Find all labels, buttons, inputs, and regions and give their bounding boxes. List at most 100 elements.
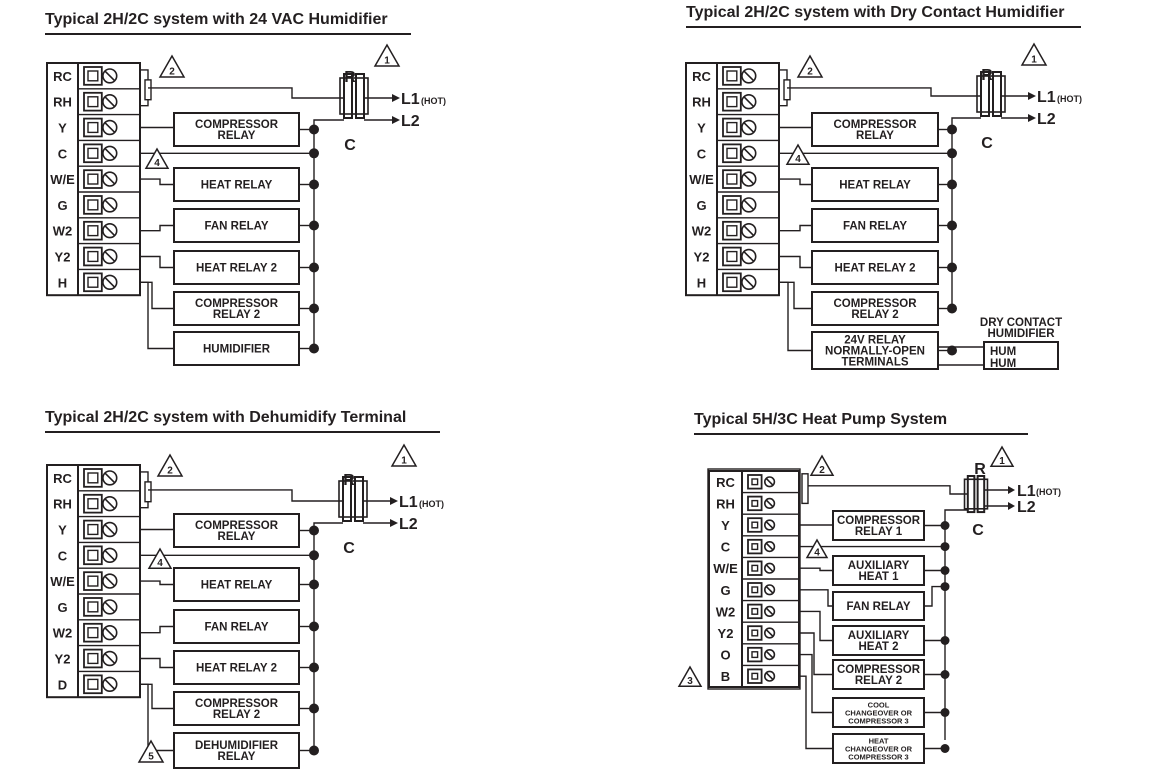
- screw-terminal-icon: [747, 560, 776, 576]
- relay-box: HUMIDIFIER: [173, 331, 300, 366]
- wire: [148, 87, 344, 99]
- hot-label: (HOT): [1036, 487, 1061, 497]
- note-triangle-icon: 1: [390, 443, 418, 467]
- junction-dot: [947, 262, 957, 273]
- wire: [944, 509, 968, 740]
- transformer-icon: [339, 73, 369, 119]
- terminal-label: W/E: [689, 172, 714, 187]
- junction-dot: [947, 345, 957, 356]
- screw-terminal-icon: [747, 538, 776, 555]
- note-number: 4: [157, 558, 163, 569]
- screw-terminal-icon: [722, 169, 757, 189]
- transformer-icon: [963, 475, 989, 514]
- screw-terminal-icon: [722, 143, 757, 164]
- note-triangle-icon: 2: [156, 453, 184, 477]
- relay-box: FAN RELAY: [173, 609, 300, 644]
- terminal-label: G: [720, 583, 730, 598]
- relay-label: FAN RELAY: [846, 601, 910, 613]
- junction-dot: [309, 220, 319, 231]
- terminal-r-label: R: [981, 67, 993, 84]
- junction-dot: [947, 220, 957, 231]
- junction-dot: [947, 148, 957, 159]
- terminal-label: Y: [721, 518, 730, 533]
- relay-label: FAN RELAY: [204, 221, 268, 233]
- screw-terminal-icon: [83, 493, 118, 514]
- relay-box: FAN RELAY: [811, 208, 939, 243]
- terminal-label: W2: [716, 604, 736, 619]
- l2-label: L2: [401, 113, 420, 130]
- humidifier-title: HUMIDIFIER: [987, 328, 1055, 340]
- terminal-label: O: [720, 648, 730, 663]
- screw-terminal-icon: [722, 220, 757, 241]
- wire: [787, 87, 981, 97]
- relay-label: FAN RELAY: [204, 622, 268, 634]
- l1-label: L1: [401, 91, 420, 108]
- screw-terminal-icon: [83, 91, 118, 112]
- relay-label: COMPRESSOR: [195, 298, 279, 310]
- junction-dot: [940, 636, 950, 645]
- junction-dot: [947, 303, 957, 314]
- screw-terminal-icon: [747, 517, 776, 533]
- relay-label: 24V RELAY: [844, 335, 906, 347]
- wire: [140, 178, 174, 186]
- junction-dot: [940, 521, 950, 530]
- note-number: 4: [154, 158, 160, 169]
- jumper: [783, 79, 791, 101]
- wire: [808, 485, 968, 495]
- junction-dot: [309, 262, 319, 273]
- terminal-label: Y2: [694, 250, 710, 265]
- screw-terminal-icon: [83, 571, 118, 591]
- screw-terminal-icon: [722, 66, 757, 86]
- terminal-label: Y2: [718, 626, 734, 641]
- note-triangle-icon: 3: [677, 665, 703, 687]
- terminal-r-label: R: [344, 69, 356, 86]
- terminal-label: W2: [692, 224, 712, 239]
- terminal-label: W2: [53, 224, 73, 239]
- relay-label: AUXILIARY: [848, 630, 910, 642]
- terminal-block-frame: [707, 468, 801, 690]
- relay-label: NORMALLY-OPEN: [825, 346, 925, 358]
- l2-label: L2: [1037, 111, 1056, 128]
- junction-dot: [940, 744, 950, 753]
- diagram-title: Typical 2H/2C system with Dehumidify Ter…: [45, 409, 406, 426]
- arrow-right-icon: [1008, 502, 1015, 510]
- wire: [779, 281, 812, 352]
- terminal-label: Y: [697, 121, 706, 136]
- junction-dot: [940, 566, 950, 575]
- terminal-label: W/E: [50, 574, 75, 589]
- wire: [799, 653, 833, 714]
- junction-dot: [940, 542, 950, 552]
- junction-dot: [309, 303, 319, 314]
- wire: [140, 657, 174, 669]
- diagram-title: Typical 5H/3C Heat Pump System: [694, 411, 947, 428]
- terminal-label: G: [57, 600, 67, 615]
- wire: [779, 178, 812, 186]
- l1-label: L1: [399, 494, 418, 511]
- screw-terminal-icon: [722, 91, 757, 112]
- junction-dot: [940, 582, 950, 592]
- screw-terminal-icon: [83, 648, 118, 669]
- terminal-label: RC: [692, 69, 711, 84]
- note-triangle-icon: 4: [144, 147, 170, 169]
- junction-dot: [309, 703, 319, 714]
- note-number: 1: [999, 456, 1005, 467]
- diagram-24vac-humidifier: Typical 2H/2C system with 24 VAC Humidif…: [45, 11, 446, 366]
- wire: [148, 489, 343, 502]
- wire: [951, 117, 981, 136]
- screw-terminal-icon: [83, 220, 118, 241]
- relay-label: AUXILIARY: [848, 560, 910, 572]
- hot-label: (HOT): [421, 96, 446, 106]
- relay-label: CHANGEOVER OR: [845, 745, 913, 754]
- relay-label: COMPRESSOR: [195, 520, 279, 532]
- relay-label: RELAY 2: [213, 709, 260, 721]
- terminal-label: RH: [692, 95, 711, 110]
- wire: [140, 281, 174, 350]
- l1-label: L1: [1037, 89, 1056, 106]
- note-triangle-icon: 2: [158, 54, 186, 78]
